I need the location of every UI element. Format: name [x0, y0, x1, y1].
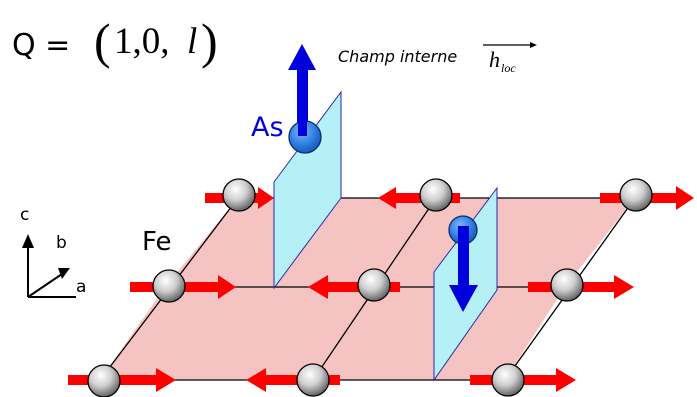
fe-site-middle-middle [308, 268, 400, 302]
field-arrow-head [449, 285, 478, 312]
field-text: Champ interne [338, 47, 457, 66]
fe-site-back-right [600, 178, 694, 212]
fe-site-middle-left [130, 269, 236, 303]
as-plane-upper [273, 90, 342, 290]
fe-site-middle-right [528, 268, 634, 302]
field-arrow-shaft [458, 226, 469, 288]
as-site-upper [288, 44, 322, 154]
as-label: As [251, 112, 284, 143]
plaquette-front-left [100, 287, 376, 380]
field-arrow-shaft [297, 68, 308, 136]
axes-triad [22, 234, 76, 298]
fe-atom [619, 178, 653, 212]
fe-atom [87, 364, 121, 397]
axis-label-c: c [20, 205, 29, 225]
fe-atom [491, 363, 525, 397]
field-subscript: loc [501, 61, 516, 75]
q-close-paren: ) [201, 13, 218, 69]
fe-site-front-right [470, 363, 576, 397]
as-site-lower [448, 215, 478, 312]
axis-label-b: b [56, 233, 67, 253]
fe-atom [152, 269, 186, 303]
field-symbol: h [489, 47, 500, 72]
fe-label: Fe [142, 227, 172, 257]
vector-bar-head [530, 42, 537, 48]
internal-field-label: Champ interne h loc [338, 42, 537, 75]
field-arrow-tail [298, 118, 307, 136]
spin-arrow [378, 187, 460, 209]
q-open-paren: ( [94, 13, 111, 69]
spin-arrow [246, 368, 340, 392]
fe-atom [357, 268, 391, 302]
spin-arrow [308, 275, 400, 299]
fe-atom [296, 363, 330, 397]
q-value: 1,0, [114, 21, 170, 62]
fe-site-front-left [68, 364, 176, 397]
fe-site-front-middle [246, 363, 340, 397]
fe-atom [222, 178, 256, 212]
field-arrow-head [288, 44, 316, 70]
fe-site-back-left [205, 178, 274, 212]
fe-atom [550, 268, 584, 302]
q-vector: Q = ( 1,0, l ) [12, 13, 218, 69]
spin-arrow [68, 368, 176, 392]
axis-label-a: a [76, 277, 86, 297]
q-label: Q = [12, 28, 70, 63]
fe-site-back-middle [378, 178, 460, 212]
q-var: l [187, 21, 197, 62]
fe-atom [419, 178, 453, 212]
